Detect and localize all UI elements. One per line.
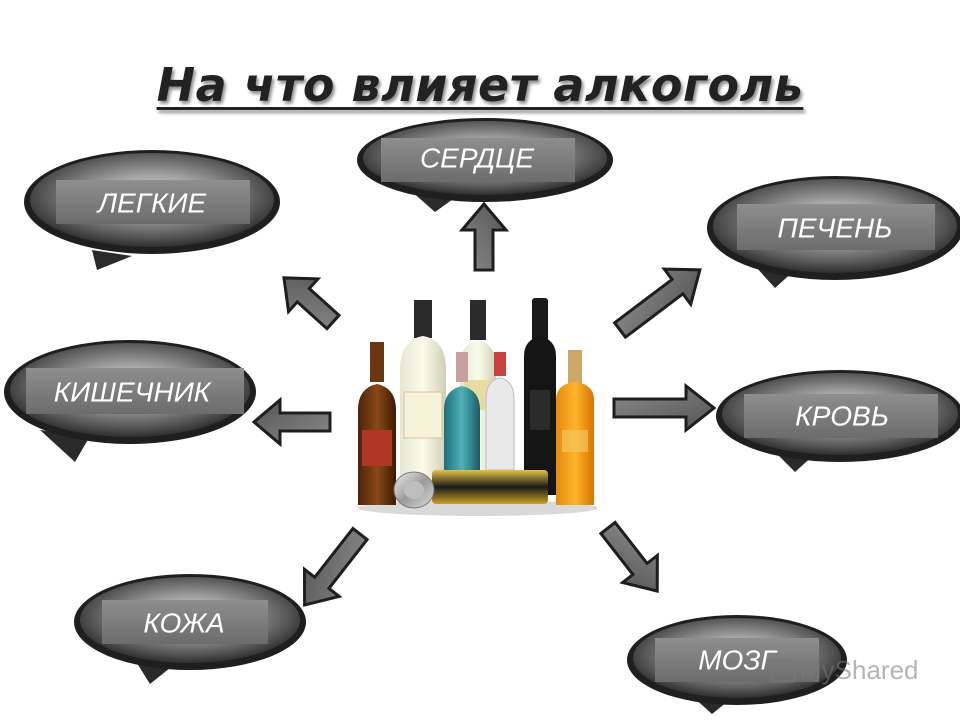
page-title: На что влияет алкоголь bbox=[156, 58, 804, 112]
myshared-logo-icon bbox=[770, 658, 796, 683]
bubble-label-liver: ПЕЧЕНЬ bbox=[778, 213, 893, 244]
alcohol-bottles-image bbox=[350, 295, 605, 516]
arrow-to-skin bbox=[302, 526, 370, 607]
bubble-blood: КРОВЬ bbox=[716, 370, 960, 472]
arrow-to-intestine bbox=[251, 396, 332, 448]
bubble-label-brain: МОЗГ bbox=[698, 645, 777, 676]
arrow-to-brain bbox=[598, 520, 659, 593]
bubble-brain: МОЗГ bbox=[627, 615, 847, 714]
arrow-to-heart bbox=[458, 201, 510, 272]
bubble-label-heart: СЕРДЦЕ bbox=[420, 143, 534, 174]
arrow-to-liver bbox=[612, 267, 702, 340]
bubble-skin: КОЖА bbox=[74, 574, 306, 684]
bubble-liver: ПЕЧЕНЬ bbox=[707, 176, 960, 288]
bubble-heart: СЕРДЦЕ bbox=[357, 118, 613, 212]
watermark-text: MyShared bbox=[800, 655, 919, 685]
arrow-to-lungs bbox=[282, 276, 342, 331]
arrow-to-blood bbox=[612, 382, 717, 434]
watermark: MyShared bbox=[770, 655, 919, 686]
bubble-intestine: КИШЕЧНИК bbox=[4, 340, 256, 462]
arrows bbox=[251, 201, 717, 607]
bubble-lungs: ЛЕГКИЕ bbox=[24, 150, 280, 270]
bubble-label-intestine: КИШЕЧНИК bbox=[54, 377, 212, 408]
bubble-label-lungs: ЛЕГКИЕ bbox=[96, 188, 207, 219]
bubble-label-skin: КОЖА bbox=[143, 608, 224, 639]
bubble-label-blood: КРОВЬ bbox=[795, 401, 889, 432]
